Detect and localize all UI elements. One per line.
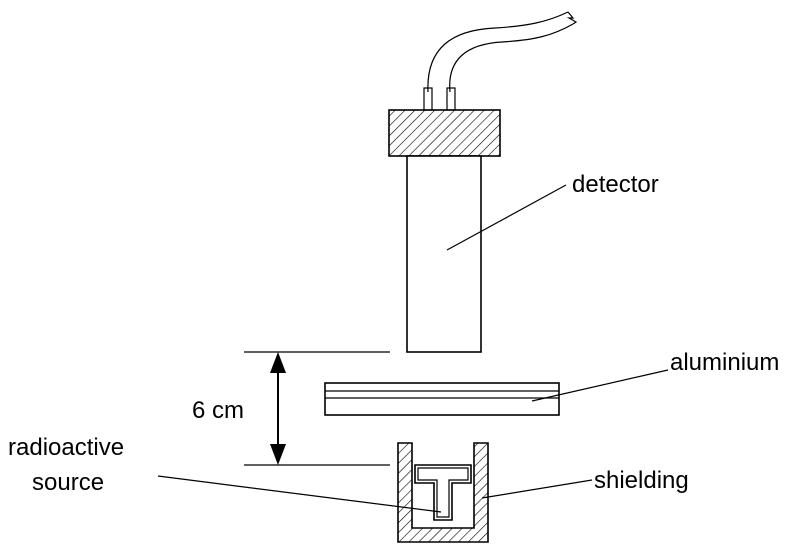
aluminium-leader [531, 369, 669, 402]
source-leader [157, 475, 442, 513]
aluminium-label: aluminium [670, 349, 779, 376]
detector-cable [423, 11, 578, 111]
distance-indicator [244, 351, 390, 466]
shielding-leader [481, 479, 593, 499]
detector-body [406, 155, 482, 353]
detector-label: detector [572, 171, 659, 198]
shielding-label: shielding [594, 467, 689, 494]
detector-leader [446, 184, 567, 251]
radioactive-source [414, 464, 472, 521]
detector-cap [388, 109, 501, 157]
distance-label: 6 cm [192, 397, 244, 424]
shielding-container [397, 442, 489, 543]
aluminium-plate [324, 382, 560, 416]
source-label-line1: radioactive [8, 434, 124, 461]
source-label-line2: source [32, 469, 104, 496]
